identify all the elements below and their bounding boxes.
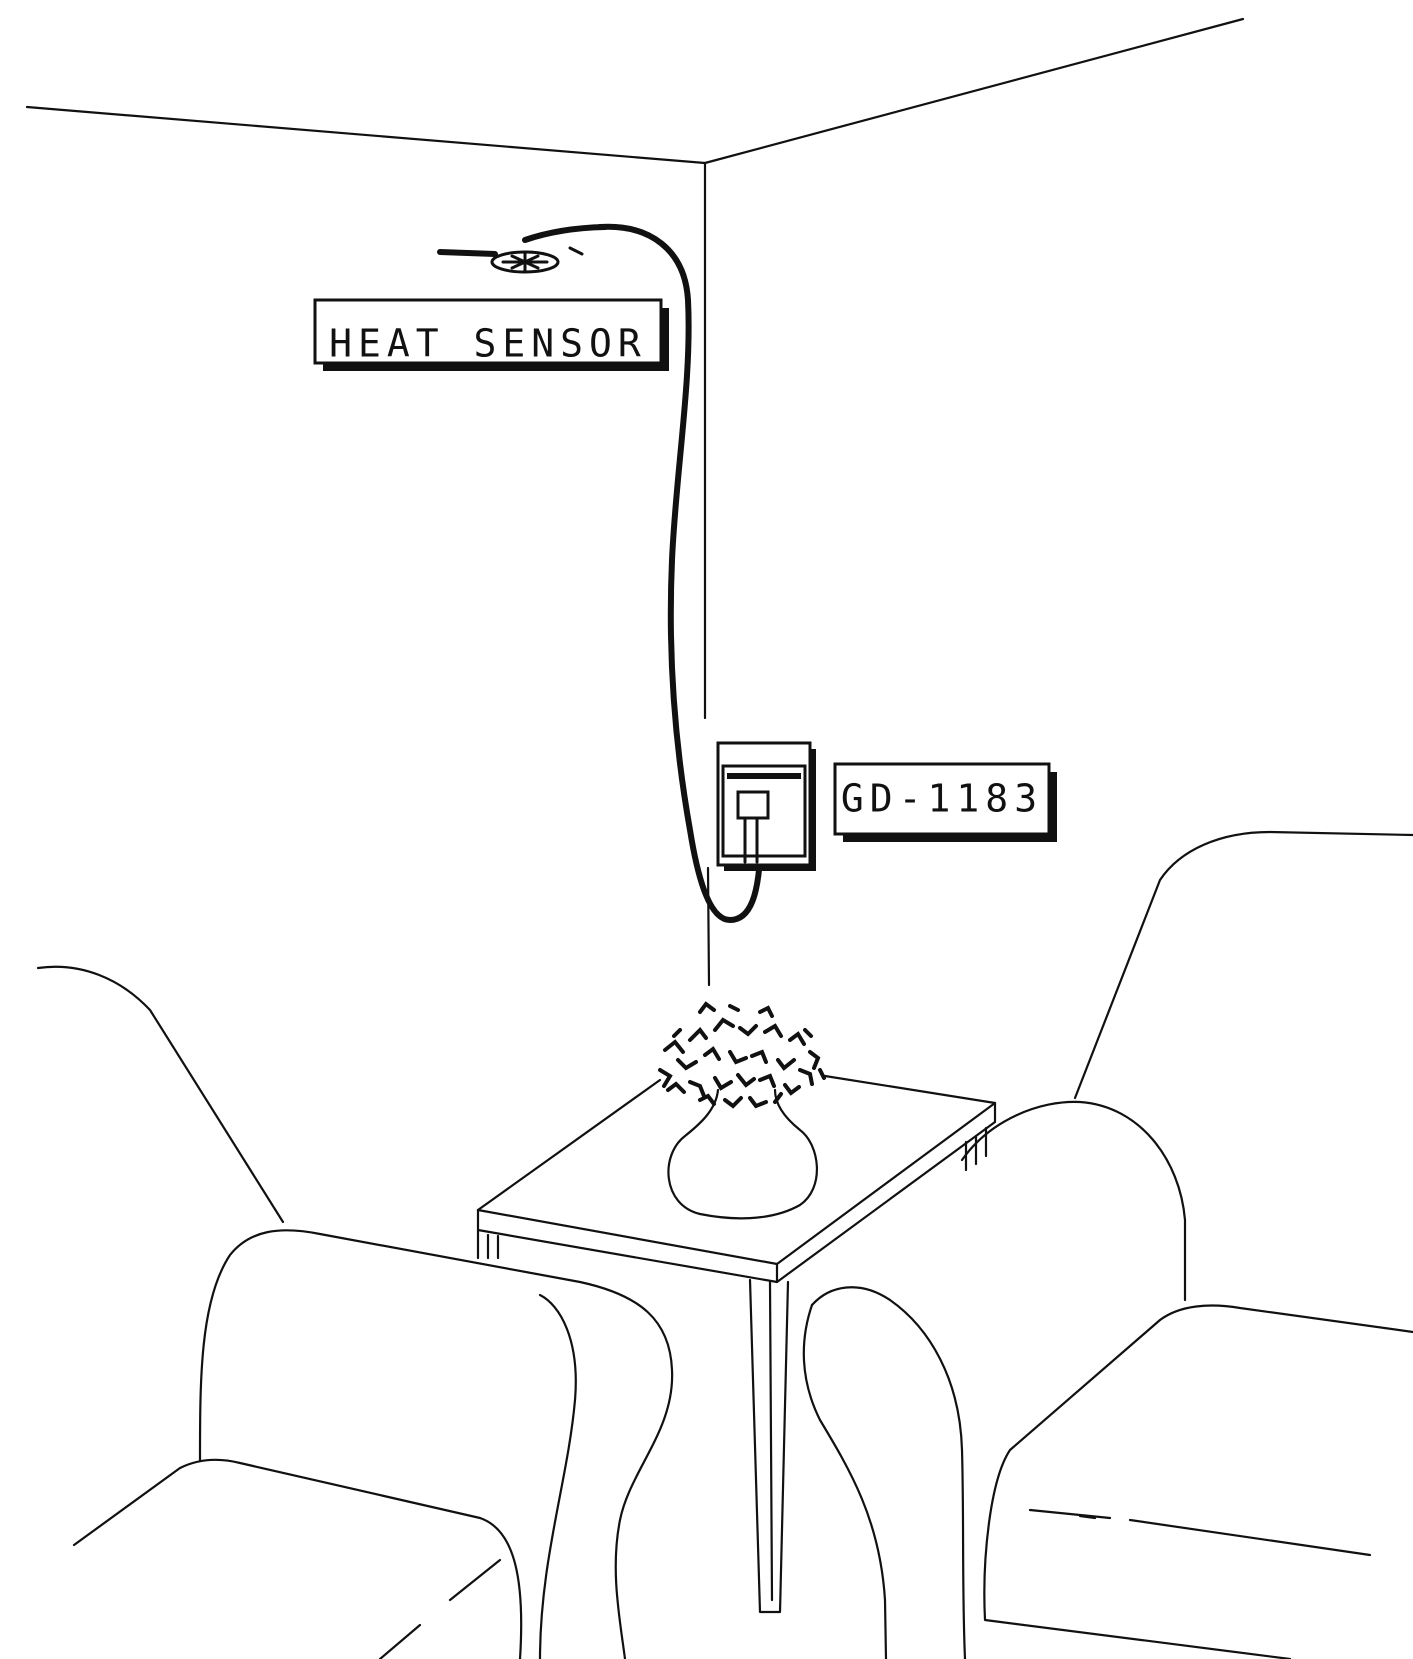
room-walls	[27, 19, 1243, 985]
wall-corner-line-lower	[708, 868, 709, 985]
vase-with-flowers	[660, 1004, 824, 1218]
ceiling-edge-right	[705, 19, 1243, 163]
side-table	[478, 1076, 995, 1612]
left-armchair	[38, 967, 672, 1659]
detector-unit-icon	[718, 743, 816, 871]
detector-model-label-text: GD-1183	[841, 777, 1043, 821]
heat-sensor-label-text: HEAT SENSOR	[329, 322, 647, 366]
heat-sensor-label: HEAT SENSOR	[315, 300, 669, 371]
right-armchair	[804, 832, 1413, 1659]
ceiling-edge-left	[27, 107, 705, 163]
heat-sensor-icon	[440, 227, 605, 272]
detector-model-label: GD-1183	[835, 764, 1057, 842]
